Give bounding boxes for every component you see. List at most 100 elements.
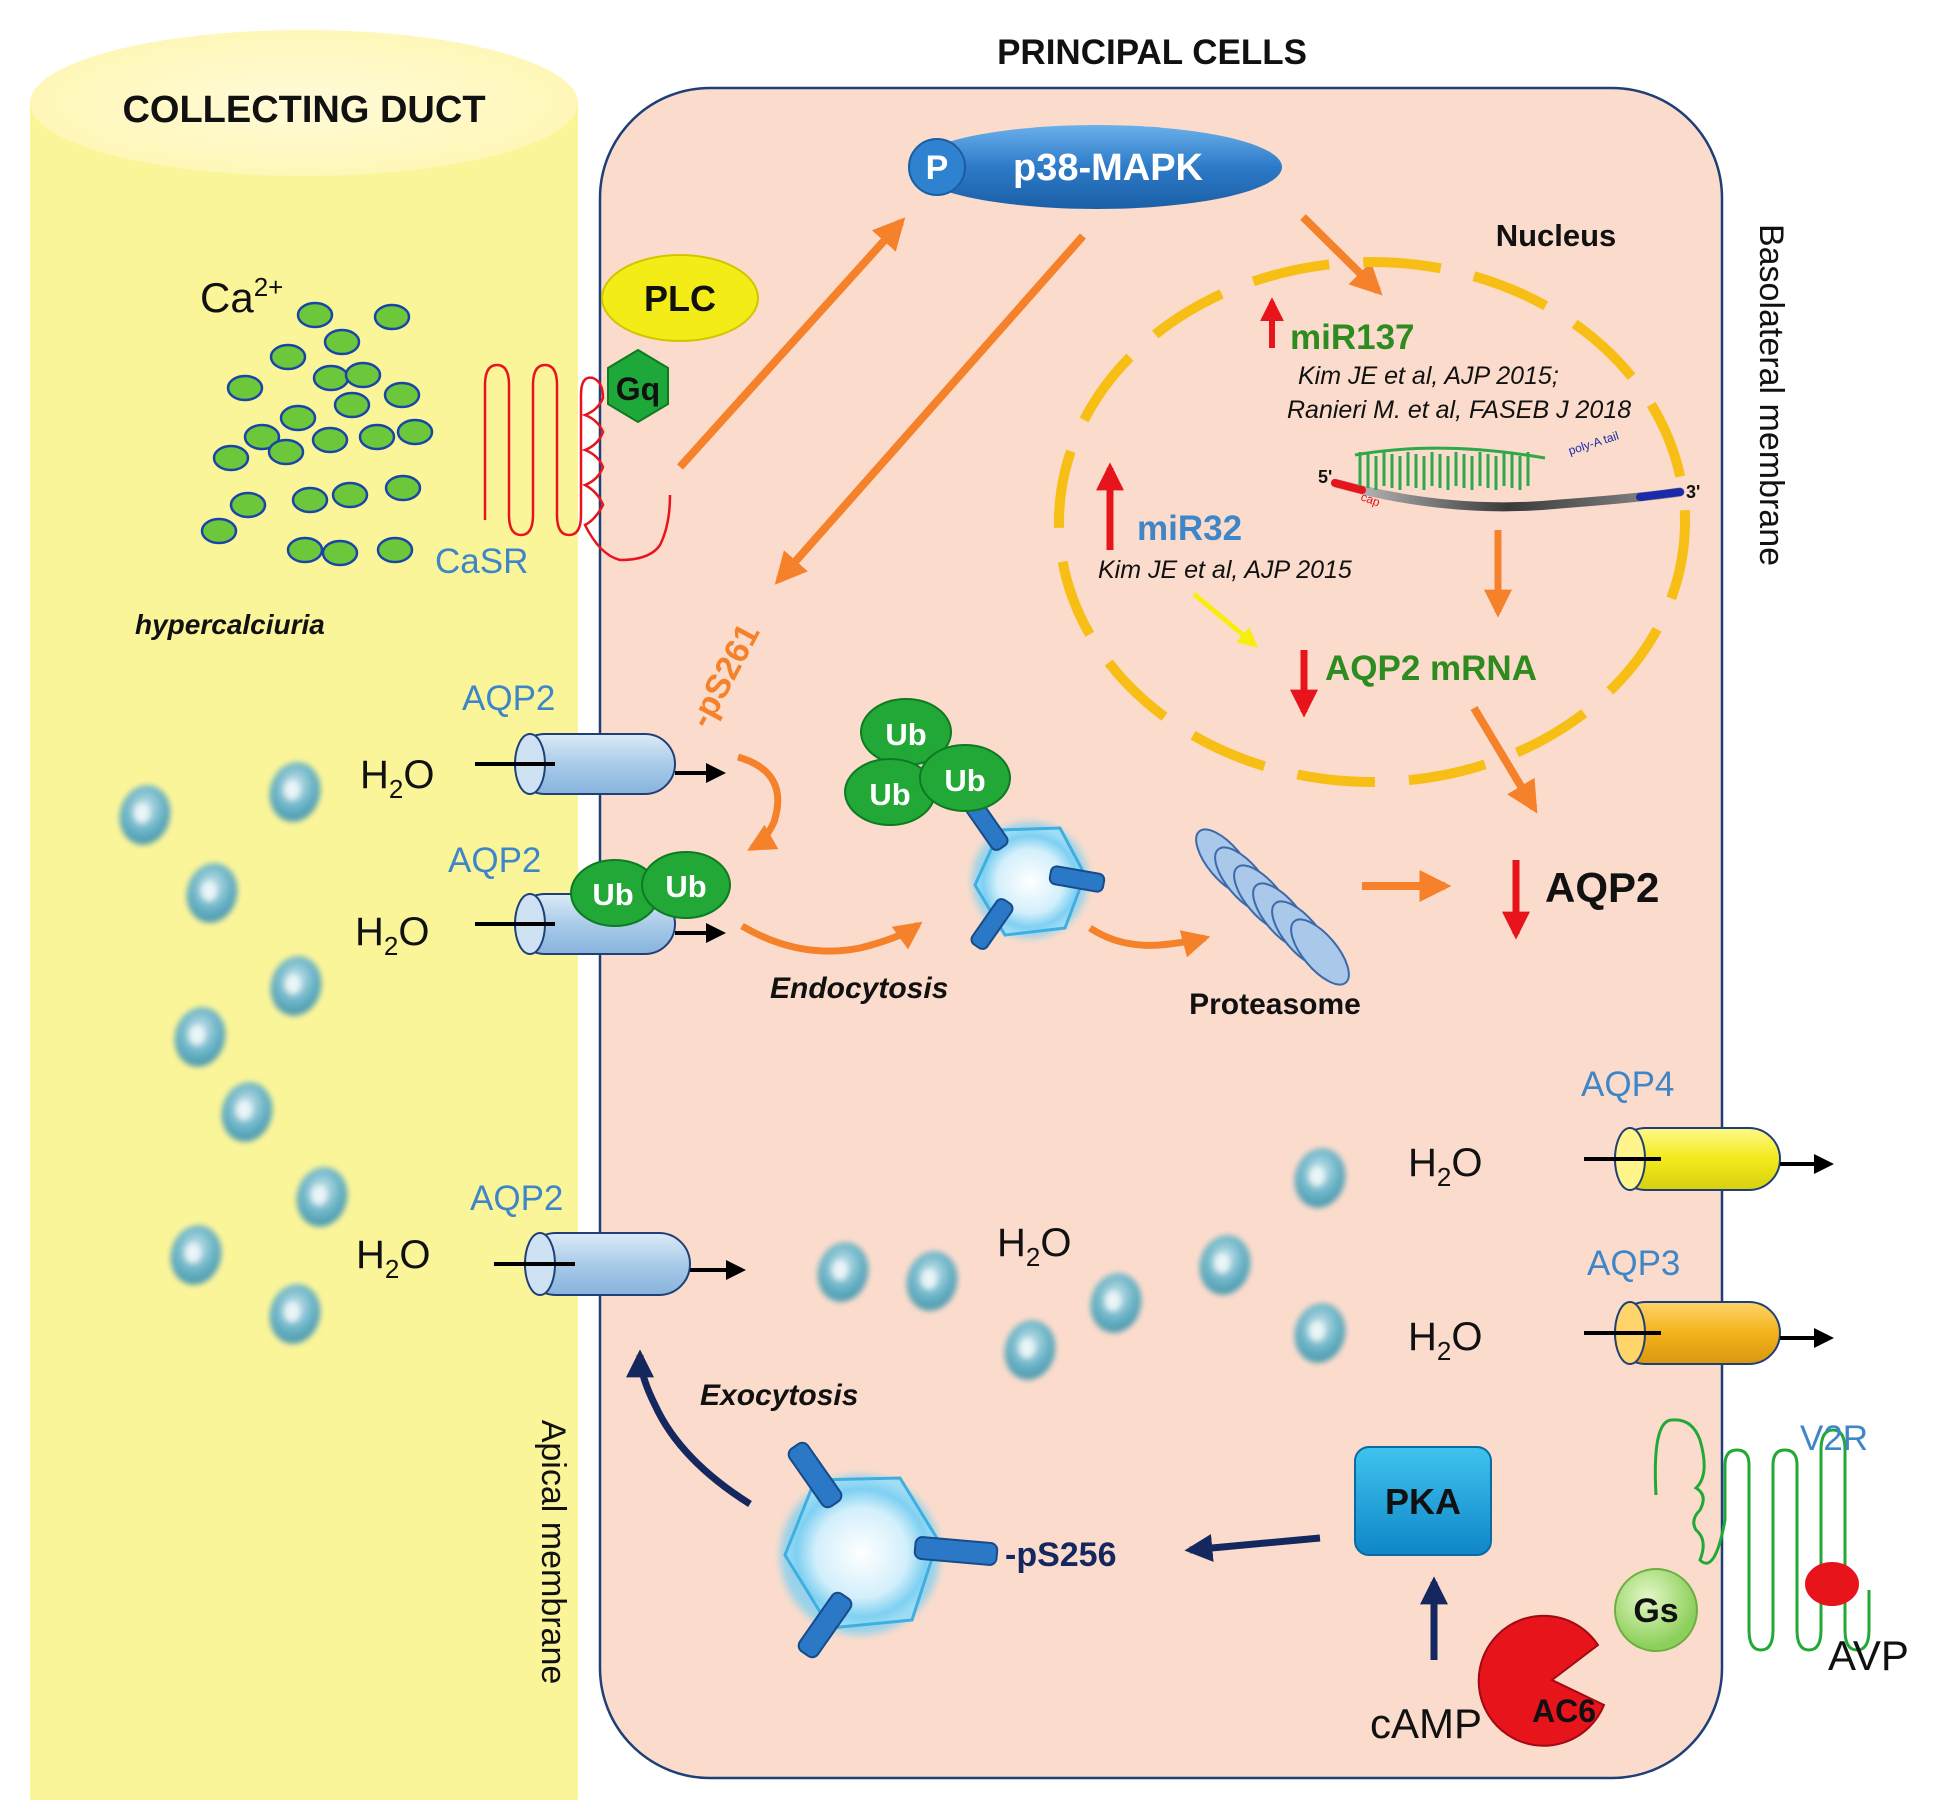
gq-label: Gq [616,371,660,407]
water-molecules [119,762,1346,1380]
cap-label: cap [1359,490,1382,510]
aqp2-final-label: AQP2 [1545,864,1659,911]
calcium-ion [321,539,359,567]
water-drop [906,1251,958,1311]
duct-opening [30,30,578,176]
calcium-ion [373,303,411,331]
arrow-ubiquitination [736,753,782,852]
water-drop [186,863,238,923]
calcium-ion [279,404,317,432]
aqp2-channel-3 [494,1232,746,1296]
water-drop [269,1284,321,1344]
avp-label: AVP [1828,1632,1909,1679]
arrow-p38-to-mir137 [1300,214,1383,296]
calcium-ions [200,301,434,567]
water-label-aqp4: H2O [1408,1141,1482,1192]
water-drop [270,956,322,1016]
water-drop [221,1082,273,1142]
v2r-receptor [1653,1418,1871,1652]
v2r-label: V2R [1800,1419,1868,1458]
aqp3-channel [1584,1301,1834,1365]
arrow-casr-to-p38 [677,217,906,470]
arrow-exocytosis [626,1349,752,1507]
basolateral-membrane-label: Basolateral membrane [1752,224,1790,566]
phospho-group [908,138,966,196]
pka-label: PKA [1385,1481,1461,1522]
water-drop [1294,1303,1346,1363]
gs-label: Gs [1633,1592,1678,1630]
three-prime-label: 3' [1686,482,1700,502]
water-label-aqp3: H2O [1408,1315,1482,1366]
aqp3-label: AQP3 [1587,1244,1680,1283]
ac6-enzyme [1477,1614,1606,1747]
calcium-ion [291,486,329,514]
arrow-to-proteasome [1088,925,1211,958]
aqp4-channel [1584,1127,1834,1191]
water-drop [817,1242,869,1302]
water-drop [1004,1320,1056,1380]
aqp2-label-1: AQP2 [462,679,555,718]
water-label-3: H2O [356,1233,430,1284]
phospho-label: P [926,149,949,187]
hypercalciuria-label: hypercalciuria [135,609,325,640]
calcium-ion [200,517,238,545]
calcium-ion [243,423,281,451]
water-drop [170,1225,222,1285]
plc-label: PLC [644,278,716,319]
arrow-pka-to-ps256 [1184,1534,1321,1562]
calcium-ion [296,301,334,329]
proteasome-label: Proteasome [1189,988,1361,1021]
water-drop [1294,1148,1346,1208]
aqp4-label: AQP4 [1581,1065,1674,1104]
calcium-ion [212,444,250,472]
ub-label-5: Ub [944,763,985,798]
aqp2-label-2: AQP2 [448,841,541,880]
calcium-label: Ca2+ [200,272,283,321]
water-drop [1199,1235,1251,1295]
ribosome-strands [1354,446,1546,490]
arrow-mrna-to-aqp2 [1470,705,1538,814]
water-drop [269,762,321,822]
water-label-1: H2O [360,753,434,804]
pka-kinase [1354,1446,1492,1556]
mir32-label: miR32 [1137,509,1242,548]
exocytic-vesicle [780,1441,999,1659]
mir137-ref-1: Kim JE et al, AJP 2015; [1298,362,1559,390]
principal-cells-title: PRINCIPAL CELLS [997,33,1307,72]
water-label-2: H2O [355,910,429,961]
camp-label: cAMP [1370,1700,1482,1747]
calcium-ion [383,381,421,409]
water-drop [119,785,171,845]
ubiquitin-2 [641,851,731,919]
calcium-ion [344,361,382,389]
gq-protein [607,348,669,424]
ub-label-1: Ub [592,877,633,912]
plc-enzyme [601,254,759,342]
casr-receptor [483,363,672,562]
water-drop [1090,1273,1142,1333]
calcium-ion [226,374,264,402]
water-drop [296,1167,348,1227]
principal-cell [598,86,1724,1780]
calcium-ion [267,438,305,466]
collecting-duct [30,30,578,1800]
mir32-ref: Kim JE et al, AJP 2015 [1098,556,1352,584]
exocytosis-label: Exocytosis [700,1379,858,1412]
casr-label: CaSR [435,542,528,581]
ub-label-3: Ub [885,717,926,752]
ub-label-4: Ub [869,777,910,812]
p38-mapk-label: p38-MAPK [1013,147,1204,189]
arrow-p38-to-ps261 [774,233,1086,585]
nucleus-envelope [1054,257,1690,787]
arrow-mir32-to-mrna [1192,592,1259,648]
aqp2-label-3: AQP2 [470,1179,563,1218]
calcium-ion [269,343,307,371]
aqp2-mrna-label: AQP2 mRNA [1325,649,1537,688]
avp-hormone [1805,1562,1859,1606]
aqp2-channel-1 [475,733,726,795]
mir137-ref-2: Ranieri M. et al, FASEB J 2018 [1287,396,1631,424]
calcium-ion [331,481,369,509]
calcium-ion [311,426,349,454]
calcium-ion [229,491,267,519]
